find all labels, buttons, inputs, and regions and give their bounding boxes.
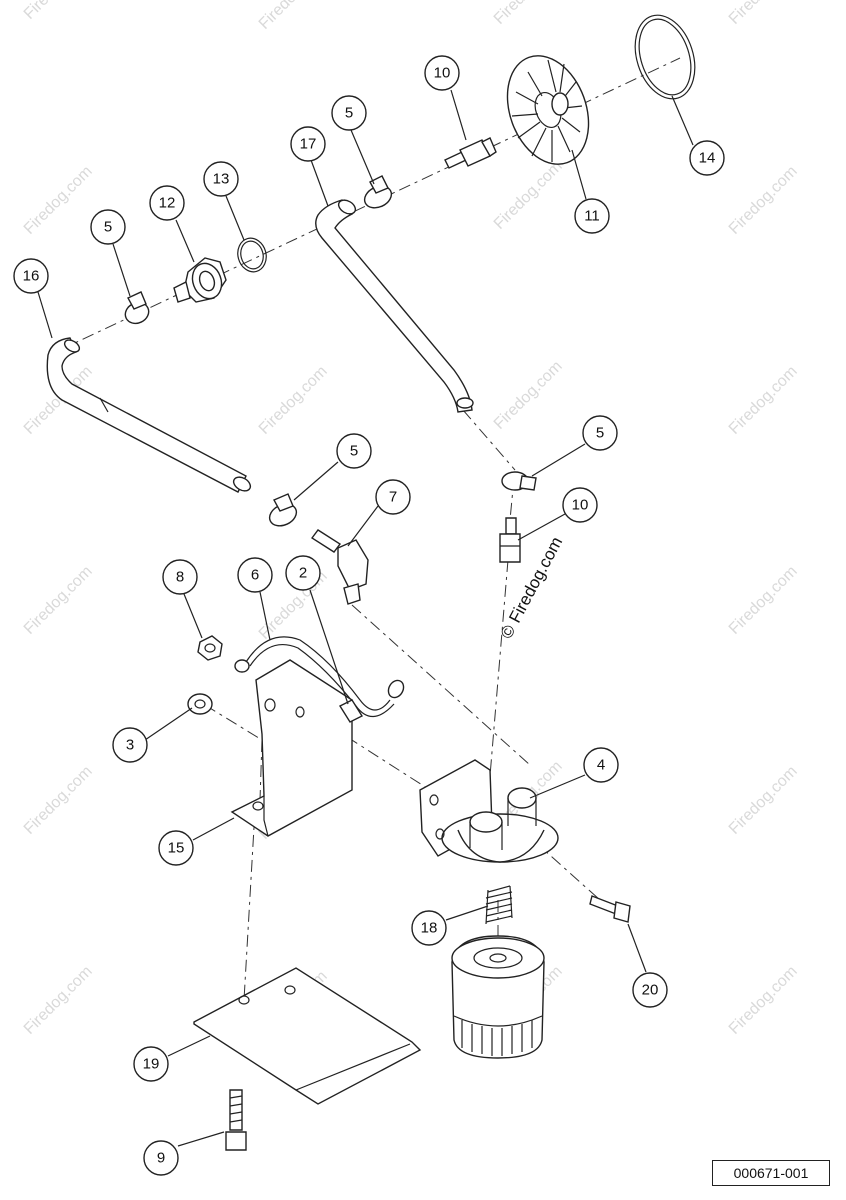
callout-label: 7 (389, 489, 397, 506)
watermark-text: Firedog.com (21, 0, 96, 23)
callout-label: 16 (23, 268, 40, 285)
watermark-text: Firedog.com (21, 963, 96, 1038)
callout-label: 11 (584, 208, 600, 225)
callout-13: 13 (203, 161, 239, 197)
callout-label: 3 (126, 737, 134, 754)
callout-label: 8 (176, 569, 184, 586)
callout-4: 4 (583, 747, 619, 783)
callout-label: 18 (421, 920, 438, 937)
mounting-plate (193, 967, 422, 1105)
callout-label: 12 (159, 195, 176, 212)
o-ring (634, 14, 696, 100)
callout-label: 2 (299, 565, 307, 582)
watermark-text: Firedog.com (726, 163, 801, 238)
watermark-text: Firedog.com (21, 163, 96, 238)
callout-19: 19 (133, 1046, 169, 1082)
callout-17: 17 (290, 126, 326, 162)
callout-10-lower: 10 (562, 487, 598, 523)
callout-label: 13 (213, 171, 230, 188)
hex-bolt (589, 895, 631, 923)
watermark-layer: Firedog.com Firedog.com Firedog.com Fire… (21, 0, 801, 1043)
nut (197, 635, 223, 661)
callout-label: 5 (350, 443, 358, 460)
hose-fitting-lower (499, 517, 521, 563)
filter-housing (419, 759, 559, 863)
callout-label: 4 (597, 757, 605, 774)
hose-clamp-left (124, 291, 150, 325)
oil-filter (451, 935, 545, 1059)
callout-label: 19 (143, 1056, 160, 1073)
watermark-text: Firedog.com (491, 0, 566, 28)
ground-wire (234, 636, 405, 718)
watermark-text: Firedog.com (726, 0, 801, 28)
hose-clamp-middle (268, 493, 298, 527)
cap-screw (225, 1089, 247, 1151)
hose-clamp-upper (363, 175, 393, 209)
watermark-text: Firedog.com (491, 158, 566, 233)
callout-label: 10 (572, 497, 589, 514)
callout-label: 5 (345, 105, 353, 122)
hose-bent-right (315, 199, 474, 413)
callout-16: 16 (13, 258, 49, 294)
callout-6: 6 (237, 557, 273, 593)
callout-9: 9 (143, 1140, 179, 1176)
callout-20: 20 (632, 972, 668, 1008)
watermark-text: Firedog.com (726, 363, 801, 438)
hose-long-left (46, 337, 252, 493)
callout-label: 10 (434, 65, 451, 82)
callout-label: 17 (300, 136, 317, 153)
callout-14: 14 (689, 140, 725, 176)
watermark-text: Firedog.com (726, 763, 801, 838)
callout-11: 11 (574, 198, 610, 234)
callout-5-left: 5 (90, 209, 126, 245)
watermark-text: Firedog.com (726, 563, 801, 638)
watermark-text: Firedog.com (256, 0, 331, 33)
callout-2: 2 (285, 555, 321, 591)
small-o-ring (237, 237, 267, 273)
callout-label: 5 (596, 425, 604, 442)
watermark-text: Firedog.com (21, 763, 96, 838)
callout-label: 14 (699, 150, 716, 167)
terminal-spacer (338, 699, 364, 723)
watermark-text: Firedog.com (21, 563, 96, 638)
leader-lines (37, 89, 694, 1147)
relief-spring (485, 885, 513, 925)
callout-label: 6 (251, 567, 259, 584)
watermark-text: Firedog.com (256, 363, 331, 438)
callout-5-right: 5 (582, 415, 618, 451)
callout-10-upper: 10 (424, 55, 460, 91)
mounting-bracket (230, 659, 353, 837)
watermark-text: Firedog.com (491, 358, 566, 433)
pump-fitting (173, 257, 227, 303)
callout-label: 15 (168, 840, 185, 857)
callout-8: 8 (162, 559, 198, 595)
callout-3: 3 (112, 727, 148, 763)
callout-12: 12 (149, 185, 185, 221)
callout-label: 9 (157, 1150, 165, 1167)
callout-5-upper: 5 (331, 95, 367, 131)
bushing (187, 693, 213, 715)
callout-7: 7 (375, 479, 411, 515)
impeller-fan (506, 55, 590, 165)
hose-clamp-right (501, 471, 537, 491)
callout-15: 15 (158, 830, 194, 866)
hose-fitting-upper (444, 137, 497, 169)
diagram-part-code: 000671-001 (712, 1160, 830, 1186)
watermark-text: Firedog.com (726, 963, 801, 1038)
copyright-symbol: © (497, 621, 520, 641)
callout-label: 20 (642, 982, 659, 999)
callout-5-middle: 5 (336, 433, 372, 469)
callout-label: 5 (104, 219, 112, 236)
callout-18: 18 (411, 910, 447, 946)
pressure-sensor (310, 529, 369, 605)
